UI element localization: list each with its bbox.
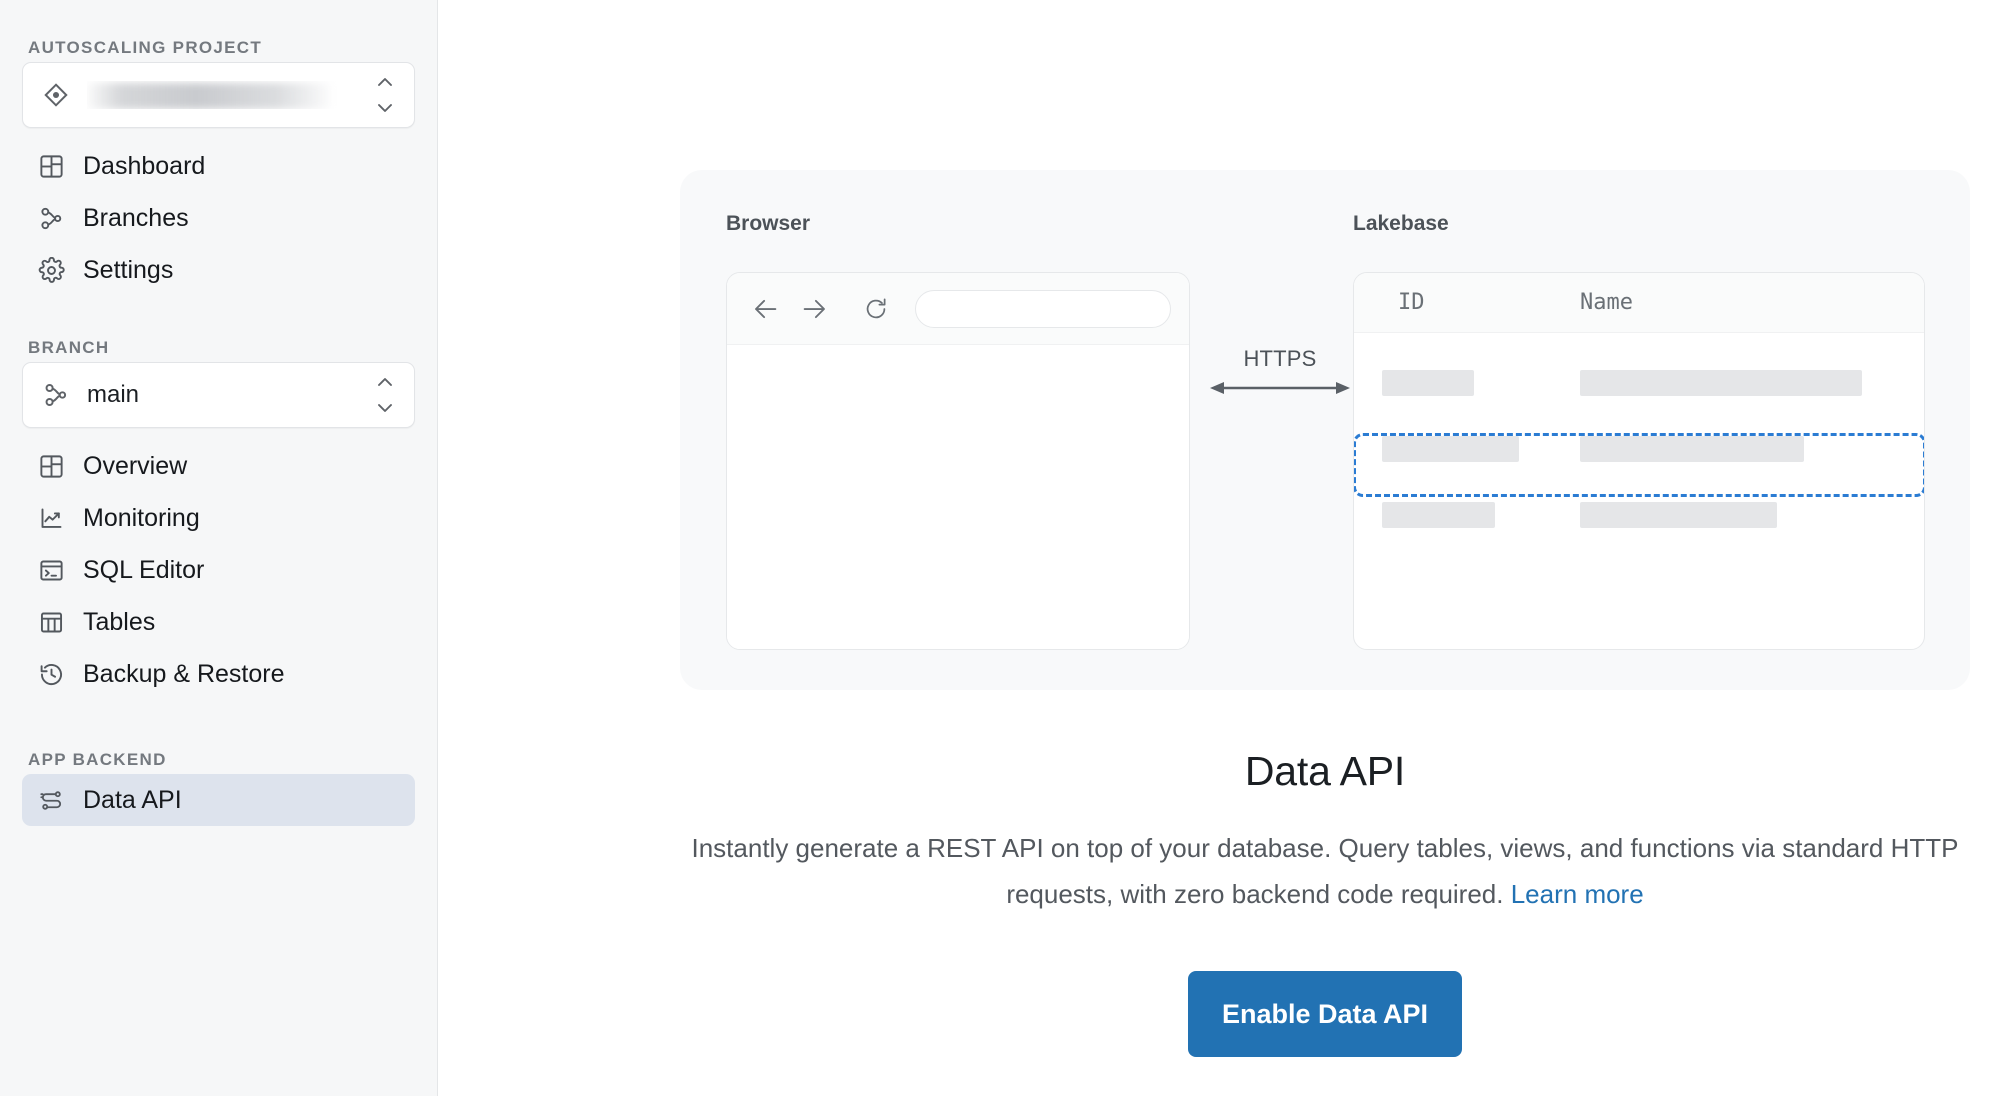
- branch-selector[interactable]: main: [22, 362, 415, 428]
- sidebar-item-label: Overview: [83, 451, 188, 480]
- chevron-up-down-icon[interactable]: [372, 76, 398, 114]
- placeholder-bar: [1382, 502, 1495, 528]
- sidebar-item-label: Tables: [83, 607, 156, 636]
- cell-id: [1354, 370, 1580, 396]
- sidebar-item-overview[interactable]: Overview: [22, 440, 415, 492]
- sidebar-item-data-api[interactable]: Data API: [22, 774, 415, 826]
- dashboard-grid-icon: [36, 451, 66, 481]
- project-section-label: AUTOSCALING PROJECT: [28, 38, 263, 57]
- cell-name: [1580, 370, 1862, 396]
- sidebar-item-label: Branches: [83, 203, 189, 232]
- sidebar-item-dashboard[interactable]: Dashboard: [22, 140, 415, 192]
- arrow-left-icon[interactable]: [749, 292, 783, 326]
- lakebase-table-mockup: ID Name: [1353, 272, 1925, 650]
- placeholder-bar: [1580, 502, 1777, 528]
- placeholder-bar: [1382, 370, 1474, 396]
- sidebar-item-settings[interactable]: Settings: [22, 244, 415, 296]
- column-header-name: Name: [1580, 290, 1633, 315]
- content-column: Browser: [680, 0, 1970, 1057]
- browser-url-input[interactable]: [915, 289, 1171, 328]
- app-backend-nav-list: Data API: [22, 774, 415, 826]
- double-arrow-icon: [1210, 382, 1350, 394]
- cell-name: [1580, 502, 1777, 528]
- table-row: [1354, 482, 1924, 548]
- browser-mockup: [726, 272, 1190, 650]
- sidebar-item-label: SQL Editor: [83, 555, 205, 584]
- terminal-icon: [36, 555, 66, 585]
- sidebar-item-label: Monitoring: [83, 503, 200, 532]
- dashboard-grid-icon: [36, 151, 66, 181]
- column-header-id: ID: [1398, 290, 1425, 315]
- history-clock-icon: [36, 659, 66, 689]
- page-title: Data API: [1244, 748, 1406, 794]
- cell-id: [1354, 436, 1580, 462]
- project-selector[interactable]: [22, 62, 415, 128]
- main-content: Browser: [438, 0, 2000, 1096]
- redacted-project-name: [87, 82, 331, 109]
- sidebar-item-branches[interactable]: Branches: [22, 192, 415, 244]
- browser-viewport: [727, 345, 1189, 649]
- sidebar: AUTOSCALING PROJECT: [0, 0, 438, 1096]
- table-row: [1354, 350, 1924, 416]
- branch-section-label: BRANCH: [28, 338, 110, 357]
- sidebar-item-label: Settings: [83, 255, 174, 284]
- arrow-right-icon[interactable]: [797, 292, 831, 326]
- table-icon: [36, 607, 66, 637]
- app-backend-section-label: APP BACKEND: [28, 750, 167, 769]
- https-connection-indicator: HTTPS: [1208, 346, 1352, 398]
- chevron-up-down-icon[interactable]: [372, 376, 398, 414]
- branch-nav-list: Overview Monitoring: [22, 428, 415, 700]
- data-api-icon: [36, 785, 66, 815]
- cell-id: [1354, 502, 1580, 528]
- lakebase-panel-title: Lakebase: [1353, 212, 1449, 235]
- cta-container: Enable Data API: [680, 971, 1970, 1057]
- browser-panel-title: Browser: [726, 212, 811, 235]
- table-row: [1354, 416, 1924, 482]
- project-diamond-icon: [41, 80, 71, 110]
- sidebar-item-monitoring[interactable]: Monitoring: [22, 492, 415, 544]
- enable-data-api-button[interactable]: Enable Data API: [1187, 971, 1463, 1057]
- branch-icon: [41, 380, 71, 410]
- branch-icon: [36, 203, 66, 233]
- sidebar-item-label: Data API: [83, 785, 182, 814]
- sidebar-item-tables[interactable]: Tables: [22, 596, 415, 648]
- table-body: [1354, 333, 1924, 548]
- branch-name-value: main: [87, 381, 140, 408]
- placeholder-bar: [1580, 436, 1804, 462]
- page-description: Instantly generate a REST API on top of …: [680, 825, 1970, 917]
- gear-icon: [36, 255, 66, 285]
- sidebar-item-backup-restore[interactable]: Backup & Restore: [22, 648, 415, 700]
- project-name-value: [87, 81, 372, 109]
- table-header-row: ID Name: [1354, 273, 1924, 333]
- reload-icon[interactable]: [859, 292, 893, 326]
- line-chart-icon: [36, 503, 66, 533]
- browser-toolbar: [727, 273, 1189, 345]
- sidebar-item-label: Backup & Restore: [83, 659, 285, 688]
- learn-more-link[interactable]: Learn more: [1510, 879, 1644, 909]
- description-text: Instantly generate a REST API on top of …: [691, 833, 1959, 909]
- https-label: HTTPS: [1243, 346, 1317, 371]
- project-nav-list: Dashboard Branches: [22, 128, 415, 296]
- placeholder-bar: [1580, 370, 1862, 396]
- sidebar-item-label: Dashboard: [83, 151, 206, 180]
- hero-illustration-card: Browser: [680, 170, 1970, 690]
- placeholder-bar: [1382, 436, 1519, 462]
- cell-name: [1580, 436, 1804, 462]
- sidebar-item-sql-editor[interactable]: SQL Editor: [22, 544, 415, 596]
